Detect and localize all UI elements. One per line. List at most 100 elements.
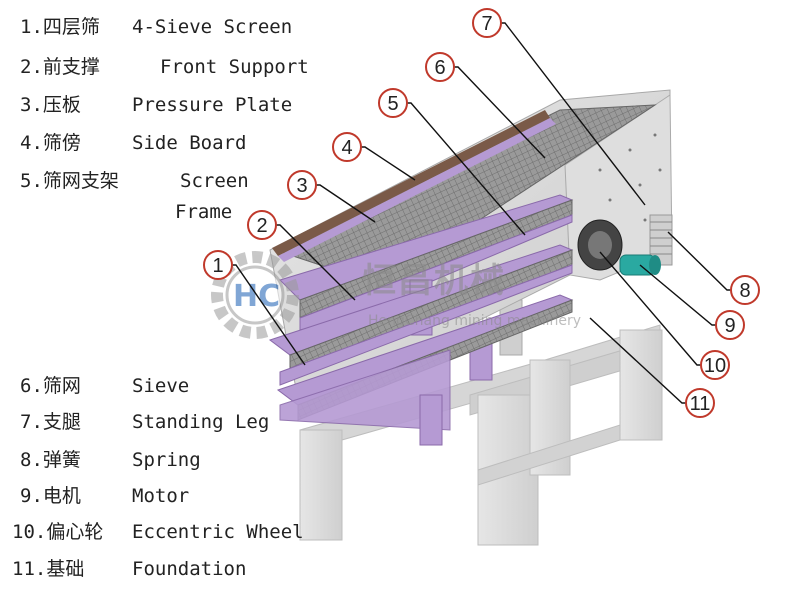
watermark-cn-text: 恒昌机械	[362, 261, 506, 301]
callout-leader-line	[589, 317, 686, 404]
callout-leader-line	[599, 251, 701, 366]
callout-leader-line	[361, 146, 416, 181]
legend-row: 1.四层筛 4-Sieve Screen	[20, 16, 292, 38]
callout-leader-line	[316, 184, 376, 223]
callout-leader-line	[454, 66, 546, 159]
callout-circle	[730, 275, 760, 305]
callout-11: 11	[589, 317, 715, 418]
callout-2: 2	[247, 210, 356, 301]
callout-3: 3	[287, 170, 376, 223]
callout-circle	[472, 8, 502, 38]
legend-number: 1.	[20, 16, 43, 38]
legend-row: 9.电机 Motor	[20, 485, 189, 507]
legend-en-label: Frame	[175, 201, 233, 223]
legend-en-label: Screen	[180, 170, 249, 192]
legend-en-label: Standing Leg	[132, 411, 270, 433]
callout-8: 8	[667, 231, 760, 305]
callout-9: 9	[639, 264, 745, 340]
callout-circle	[332, 132, 362, 162]
watermark-en-text: HengChang mining machinery	[368, 313, 581, 329]
callout-circle	[715, 310, 745, 340]
legend-row: 8.弹簧 Spring	[20, 449, 201, 471]
spring	[649, 214, 673, 266]
watermark-logo-text: HC	[233, 279, 280, 314]
callout-number: 10	[704, 355, 726, 377]
legend-number: 7.	[20, 411, 43, 433]
legend-cn-label: 压板	[42, 94, 81, 116]
standing-leg-front-left	[299, 429, 343, 541]
legend-number: 11.	[12, 558, 47, 580]
side-board-strip	[272, 110, 550, 256]
callout-leader-line	[667, 231, 731, 291]
legend-en-label: Eccentric Wheel	[132, 521, 304, 543]
legend-cn-label: 筛傍	[42, 132, 81, 154]
legend-en-label: Front Support	[160, 56, 309, 78]
legend-en-label: 4-Sieve Screen	[132, 16, 293, 38]
legend-cn-label: 筛网支架	[42, 170, 119, 192]
legend-row: 3.压板 Pressure Plate	[20, 94, 292, 116]
legend-cn-label: 筛网	[42, 375, 81, 397]
lower-decks	[268, 194, 574, 446]
legend-cn-label: 电机	[42, 485, 81, 507]
callout-number: 2	[256, 215, 267, 237]
callout-leader-line	[232, 264, 306, 366]
callout-number: 4	[341, 137, 352, 159]
eccentric-wheel	[577, 219, 623, 271]
pressure-plate-strip	[278, 118, 556, 262]
callout-leader-line	[407, 102, 526, 236]
callout-10: 10	[599, 251, 730, 380]
callout-5: 5	[378, 88, 526, 236]
legend-number: 2.	[20, 56, 43, 78]
legend-cn-label: 四层筛	[42, 16, 100, 38]
callout-6: 6	[425, 52, 546, 159]
callout-leader-line	[639, 264, 716, 326]
legend-number: 6.	[20, 375, 43, 397]
callout-number: 7	[481, 13, 492, 35]
sieve-deck-top	[272, 104, 657, 286]
legend-cn-label: 偏心轮	[46, 521, 104, 543]
callout-leader-line	[276, 224, 356, 301]
watermark: HC 恒昌机械 HengChang mining machinery	[211, 251, 581, 339]
callout-number: 8	[739, 280, 750, 302]
legend-number: 3.	[20, 94, 43, 116]
callout-circle	[247, 210, 277, 240]
legend-cn-label: 弹簧	[42, 449, 81, 471]
watermark-gear-icon	[211, 251, 299, 339]
legend-en-label: Pressure Plate	[132, 94, 293, 116]
legend-en-label: Side Board	[132, 132, 247, 154]
callout-number: 6	[434, 57, 445, 79]
callout-circle	[685, 388, 715, 418]
callout-7: 7	[472, 8, 646, 206]
callout-circle	[425, 52, 455, 82]
callout-number: 9	[724, 315, 735, 337]
callout-circle	[203, 250, 233, 280]
legend-number: 8.	[20, 449, 43, 471]
legend-en-label: Motor	[132, 485, 190, 507]
callout-circle	[378, 88, 408, 118]
legend-number: 4.	[20, 132, 43, 154]
legend-en-label: Spring	[132, 449, 201, 471]
legend-number: 9.	[20, 485, 43, 507]
standing-leg-rear-right	[619, 329, 663, 441]
callout-number: 11	[690, 393, 711, 415]
callouts: 1 2 3 4 5 6 7 89 10 11	[203, 8, 760, 418]
legend-cn-label: 支腿	[42, 411, 81, 433]
callout-leader-line	[501, 22, 646, 206]
callout-4: 4	[332, 132, 416, 181]
callout-number: 5	[387, 93, 398, 115]
callout-number: 3	[296, 175, 307, 197]
legend-cn-label: 基础	[46, 558, 85, 580]
callout-number: 1	[212, 255, 223, 277]
legend-en-label: Foundation	[132, 558, 247, 580]
legend-row: 11.基础 Foundation	[12, 558, 246, 580]
legend-number: 10.	[12, 521, 47, 543]
foundation-crossbar	[477, 424, 621, 486]
callout-1: 1	[203, 250, 306, 366]
callout-circle	[287, 170, 317, 200]
legend-row: 4.筛傍 Side Board	[20, 132, 246, 154]
